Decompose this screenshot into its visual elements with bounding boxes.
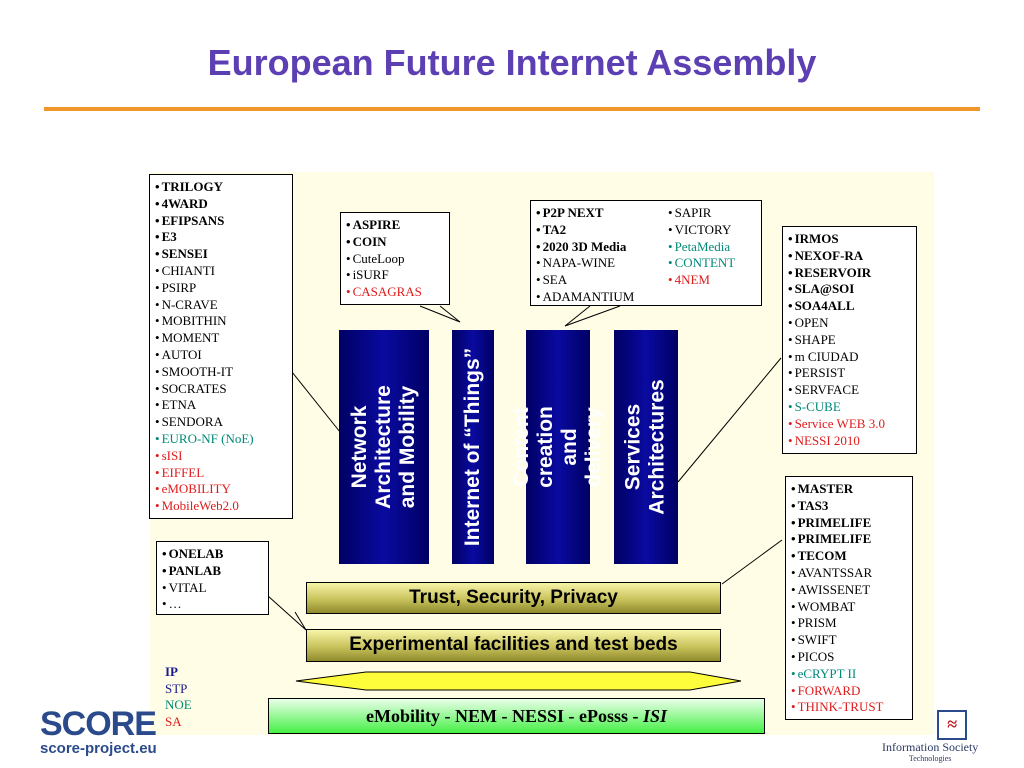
project-item: MASTER xyxy=(791,481,907,498)
project-item: COIN xyxy=(346,234,444,251)
project-item: PetaMedia xyxy=(668,239,735,256)
project-item: SOA4ALL xyxy=(788,298,911,315)
project-item: m CIUDAD xyxy=(788,349,911,366)
score-logo: SCORE score-project.eu xyxy=(40,705,157,757)
project-item: VITAL xyxy=(162,580,263,597)
project-item: SHAPE xyxy=(788,332,911,349)
project-item: TAS3 xyxy=(791,498,907,515)
project-item: AWISSENET xyxy=(791,582,907,599)
project-item: CuteLoop xyxy=(346,251,444,268)
project-item: WOMBAT xyxy=(791,599,907,616)
project-item: AUTOI xyxy=(155,347,287,364)
project-item: 4WARD xyxy=(155,196,287,213)
page-title: European Future Internet Assembly xyxy=(207,42,817,83)
project-item: AVANTSSAR xyxy=(791,565,907,582)
project-item: CASAGRAS xyxy=(346,284,444,301)
project-item: NESSI 2010 xyxy=(788,433,911,450)
project-item: VICTORY xyxy=(668,222,735,239)
legend-stp: STP xyxy=(165,680,188,696)
project-item: Service WEB 3.0 xyxy=(788,416,911,433)
testbed-projects-box: ONELABPANLABVITAL… xyxy=(156,541,269,615)
project-item: iSURF xyxy=(346,267,444,284)
project-item: PRISM xyxy=(791,615,907,632)
project-item: TA2 xyxy=(536,222,668,239)
project-item: ADAMANTIUM xyxy=(536,289,668,306)
project-item: ONELAB xyxy=(162,546,263,563)
instrument-legend: IP STP NOE SA xyxy=(165,664,192,730)
project-item: MOMENT xyxy=(155,330,287,347)
things-projects-box: ASPIRECOINCuteLoopiSURFCASAGRAS xyxy=(340,212,450,305)
project-item: CONTENT xyxy=(668,255,736,272)
project-item: IRMOS xyxy=(788,231,911,248)
pillar-things: Internet of “Things” xyxy=(452,330,494,564)
project-item: sISI xyxy=(155,448,287,465)
legend-sa: SA xyxy=(165,713,182,729)
project-item: SEA xyxy=(536,272,668,289)
project-item: S-CUBE xyxy=(788,399,911,416)
project-item: OPEN xyxy=(788,315,911,332)
project-item: E3 xyxy=(155,229,287,246)
project-item: SOCRATES xyxy=(155,381,287,398)
experimental-facilities-bar: Experimental facilities and test beds xyxy=(306,629,721,662)
project-item: SERVFACE xyxy=(788,382,911,399)
project-item: ETNA xyxy=(155,397,287,414)
trust-security-privacy-bar: Trust, Security, Privacy xyxy=(306,582,721,614)
pillar-network: Network Architecture and Mobility xyxy=(339,330,429,564)
project-item: EURO-NF (NoE) xyxy=(155,431,287,448)
legend-ip: IP xyxy=(165,664,178,679)
project-item: SLA@SOI xyxy=(788,281,911,298)
project-item: RESERVOIR xyxy=(788,265,911,282)
services-projects-box: IRMOSNEXOF-RARESERVOIRSLA@SOISOA4ALLOPEN… xyxy=(782,226,917,454)
project-item: EIFFEL xyxy=(155,465,287,482)
content-projects-box: P2P NEXTTA22020 3D MediaNAPA-WINESEAADAM… xyxy=(530,200,762,306)
project-item: P2P NEXT xyxy=(536,205,668,222)
project-item: eMOBILITY xyxy=(155,481,287,498)
ist-mark-icon: ≈ xyxy=(937,710,968,740)
project-item: NAPA-WINE xyxy=(536,255,668,272)
project-item: eCRYPT II xyxy=(791,666,907,683)
project-item: FORWARD xyxy=(791,683,907,700)
project-item: MobileWeb2.0 xyxy=(155,498,287,515)
network-projects-box: TRILOGY4WARDEFIPSANSE3SENSEICHIANTIPSIRP… xyxy=(149,174,293,519)
project-item: TRILOGY xyxy=(155,179,287,196)
pillar-content: Content creation and delivery xyxy=(510,330,605,564)
project-item: PERSIST xyxy=(788,365,911,382)
project-item: SWIFT xyxy=(791,632,907,649)
project-item: MOBITHIN xyxy=(155,313,287,330)
project-item: SMOOTH-IT xyxy=(155,364,287,381)
project-item: PANLAB xyxy=(162,563,263,580)
project-item: PRIMELIFE xyxy=(791,515,907,532)
project-item: 4NEM xyxy=(668,272,735,289)
project-item: THINK-TRUST xyxy=(791,699,907,716)
platforms-bar: eMobility - NEM - NESSI - ePosss - ISI xyxy=(268,698,765,734)
project-item: EFIPSANS xyxy=(155,213,287,230)
legend-noe: NOE xyxy=(165,697,192,712)
project-item: PSIRP xyxy=(155,280,287,297)
project-item: ASPIRE xyxy=(346,217,444,234)
project-item: 2020 3D Media xyxy=(536,239,668,256)
ist-logo: ≈ Information Society Technologies xyxy=(882,710,978,763)
project-item: PICOS xyxy=(791,649,907,666)
project-item: SAPIR xyxy=(668,205,735,222)
project-item: SENDORA xyxy=(155,414,287,431)
project-item: SENSEI xyxy=(155,246,287,263)
project-item: N-CRAVE xyxy=(155,297,287,314)
project-item: TECOM xyxy=(791,548,907,565)
pillar-services: Services Architectures xyxy=(614,330,678,564)
project-item: NEXOF-RA xyxy=(788,248,911,265)
project-item: PRIMELIFE xyxy=(791,531,907,548)
project-item: CHIANTI xyxy=(155,263,287,280)
title-divider xyxy=(44,107,980,111)
project-item: … xyxy=(162,596,263,613)
security-projects-box: MASTERTAS3PRIMELIFEPRIMELIFETECOMAVANTSS… xyxy=(785,476,913,720)
